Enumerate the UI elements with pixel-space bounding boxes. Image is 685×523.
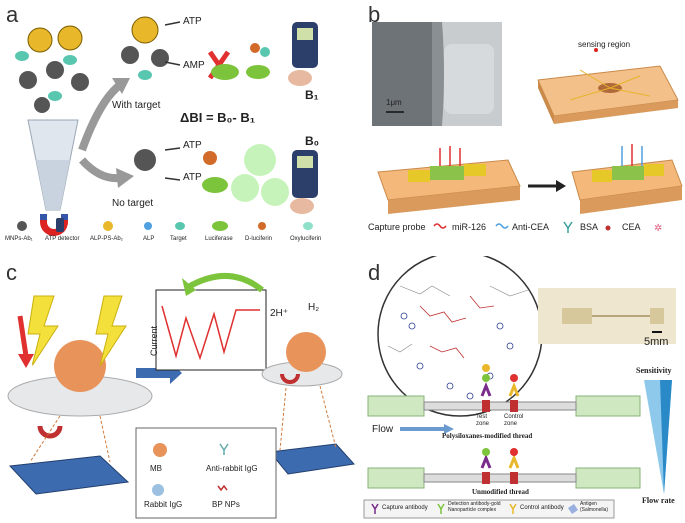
legend-d-1: Detection antibody-gold Nanoparticle com… <box>448 501 501 513</box>
legend-a-0: MNPs-Ab₁ <box>5 236 33 242</box>
panel-a-label: a <box>6 2 19 27</box>
test-zone-label: Test zone <box>476 414 490 427</box>
legend-a-5: Luciferase <box>205 236 233 242</box>
legend-b-0: Capture probe <box>368 222 426 232</box>
legend-a-3: ALP <box>143 236 155 242</box>
legend-d-2: Control antibody <box>520 505 564 511</box>
atp-label-1: ATP <box>183 16 202 27</box>
panel-b: b <box>360 0 685 252</box>
amp-label: AMP <box>183 60 205 71</box>
panel-d-label: d <box>368 260 381 285</box>
legend-d-3: Antigen (Salmonella) <box>580 501 609 513</box>
hplus-3: H⁺ <box>110 363 124 375</box>
panel-c-label: c <box>6 260 17 285</box>
flow-rate-label: Flow rate <box>642 496 675 505</box>
control-zone-label: Control zone <box>504 414 524 427</box>
current-axis-label: Current <box>149 325 160 357</box>
legend-a-6: D-luciferin <box>245 236 273 242</box>
legend-b-1: miR-126 <box>452 222 487 232</box>
legend-a-2: ALP-PS-Ab₂ <box>90 236 124 242</box>
legend-c-2: Rabbit IgG <box>144 500 183 509</box>
legend-a-7: Oxyluciferin <box>290 236 322 242</box>
legend-c-1: Anti-rabbit IgG <box>206 464 258 473</box>
panel-b-drawing: ✲ <box>372 22 683 234</box>
legend-a-4: Target <box>170 236 187 242</box>
svg-text:✲: ✲ <box>654 223 662 234</box>
atp-label-2: ATP <box>183 140 202 151</box>
panel-d-drawing <box>363 256 676 519</box>
flow-label: Flow <box>372 424 394 435</box>
formula-label: ΔBI = B₀- B₁ <box>180 110 256 125</box>
sensing-region-label: sensing region <box>578 40 631 49</box>
modified-thread-label: Polysiloxanes-modified thread <box>442 432 533 440</box>
panel-c-drawing <box>7 273 355 519</box>
legend-b-2: Anti-CEA <box>512 222 550 232</box>
panel-d: d <box>360 256 685 523</box>
legend-c-0: MB <box>150 464 162 473</box>
h2-label: H₂ <box>308 302 320 313</box>
legend-d-0: Capture antibody <box>382 505 428 511</box>
legend-b-3: BSA <box>580 222 599 232</box>
sensitivity-label: Sensitivity <box>636 366 672 375</box>
hplus-1: H⁺ <box>70 331 84 343</box>
hplus-2: H⁺ <box>30 363 44 375</box>
legend-c-3: BP NPs <box>212 500 240 509</box>
b0-label: B₀ <box>305 134 320 148</box>
panel-b-label: b <box>368 2 381 27</box>
unmodified-thread-label: Unmodified thread <box>472 488 529 496</box>
mnp-cluster <box>15 25 89 113</box>
reaction-label: 2H⁺ <box>270 308 289 319</box>
panel-a-drawing <box>15 16 318 236</box>
scale-d: 5mm <box>644 336 669 348</box>
panel-a: a <box>0 0 355 252</box>
with-target-label: With target <box>112 100 161 111</box>
panel-c: c Current H⁺ H⁺ H⁺ <box>0 256 355 523</box>
scale-b: 1μm <box>386 98 402 107</box>
b1-label: B₁ <box>305 88 319 102</box>
legend-b-4: CEA <box>622 222 641 232</box>
atp-label-3: ATP <box>183 172 202 183</box>
no-target-label: No target <box>112 198 154 209</box>
legend-a-1: ATP detector <box>45 236 80 242</box>
